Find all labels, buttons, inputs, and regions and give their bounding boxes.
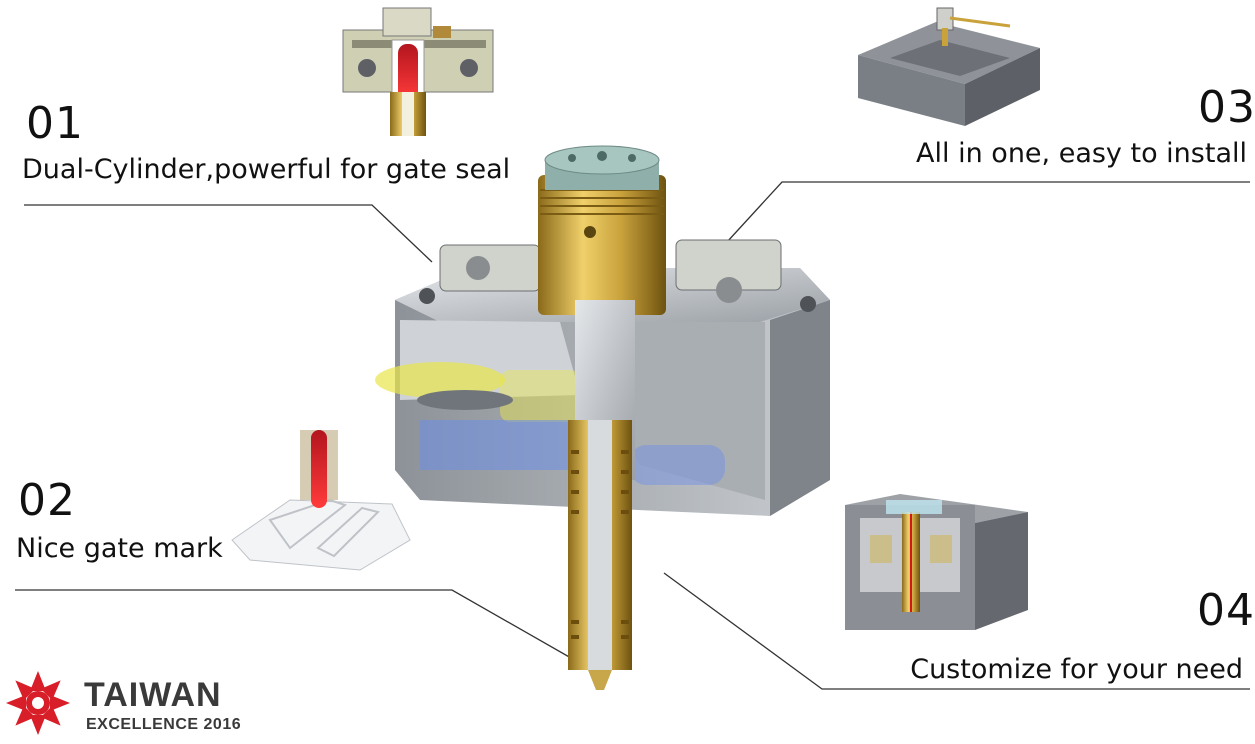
thumbnail-dual-cylinder [342,7,494,136]
feature-number-04: 04 [1197,585,1255,636]
callout-line-02 [15,589,586,667]
feature-number-02: 02 [18,475,76,526]
feature-number-01: 01 [26,98,84,149]
feature-caption-02: Nice gate mark [16,533,223,564]
taiwan-excellence-logo-mark [6,671,70,735]
thumbnail-mold-plate [858,7,1040,126]
logo-title: TAIWAN [84,676,222,714]
feature-caption-01: Dual-Cylinder,powerful for gate seal [22,154,511,185]
callout-line-03 [726,181,1250,243]
thumbnail-gate-mark [231,430,411,571]
feature-caption-03: All in one, easy to install [916,138,1247,169]
main-hot-runner-valve [375,145,830,690]
feature-caption-04: Customize for your need [910,654,1243,685]
callout-lines [15,181,1250,690]
callout-line-04 [663,572,1250,690]
callout-line-01 [24,204,433,263]
logo-subtitle: EXCELLENCE 2016 [86,716,242,733]
thumbnail-custom-block [845,494,1028,630]
feature-number-03: 03 [1198,82,1255,133]
